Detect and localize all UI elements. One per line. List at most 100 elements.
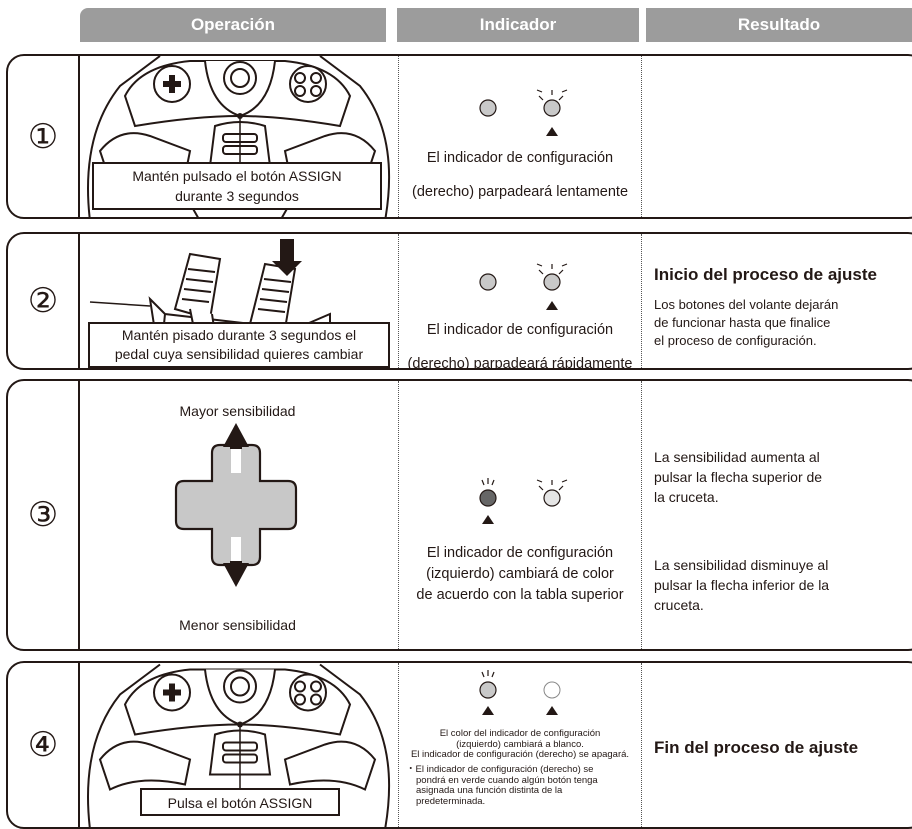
header-indicator: Indicador xyxy=(397,8,639,42)
right-indicator-led xyxy=(543,489,561,507)
operation-label-line-1: Mantén pulsado el botón ASSIGN xyxy=(132,168,342,184)
pointer-triangle-icon xyxy=(482,706,494,715)
up-arrow-icon xyxy=(231,447,241,473)
column-divider xyxy=(398,234,399,368)
result-cell: Fin del proceso de ajuste xyxy=(644,663,912,827)
pointer-triangle-icon xyxy=(482,515,494,524)
indicator-note-line-2: pondrá en verde cuando algún botón tenga xyxy=(416,774,598,786)
indicator-note-line-4: predeterminada. xyxy=(416,795,486,807)
blink-lines-icon xyxy=(536,263,568,275)
result-title: Fin del proceso de ajuste xyxy=(654,738,859,757)
indicator-text: El color del indicador de configuración … xyxy=(400,728,640,761)
indicator-line-2: (izquierdo) cambiará de color xyxy=(426,566,614,582)
indicator-cell: El indicador de configuración (izquierdo… xyxy=(400,381,640,649)
blink-lines-icon xyxy=(536,89,568,101)
step-number: ② xyxy=(27,282,59,320)
step-number-cell: ④ xyxy=(8,663,80,827)
pointer-triangle-icon xyxy=(546,706,558,715)
indicator-leds-illustration xyxy=(479,670,561,715)
operation-label: Pulsa el botón ASSIGN xyxy=(140,788,340,816)
indicator-cell: El indicador de configuración (derecho) … xyxy=(400,234,640,368)
result-cell: La sensibilidad aumenta al pulsar la fle… xyxy=(644,381,912,649)
result-down-line-2: pulsar la flecha inferior de la xyxy=(654,577,830,593)
blink-lines-icon xyxy=(481,670,495,678)
indicator-line-3: de acuerdo con la tabla superior xyxy=(416,587,624,603)
operation-label: Mantén pisado durante 3 segundos el peda… xyxy=(88,322,390,368)
operation-cell: Mayor sensibilidad Menor sensibilidad xyxy=(80,381,395,649)
indicator-line-2: (derecho) parpadeará lentamente xyxy=(411,184,629,200)
indicator-line-1: El indicador de configuración xyxy=(426,322,614,338)
left-indicator-led xyxy=(479,681,497,699)
operation-label: Mantén pulsado el botón ASSIGN durante 3… xyxy=(92,162,382,210)
column-divider xyxy=(641,663,642,827)
press-down-arrow xyxy=(280,239,294,261)
down-arrow-icon xyxy=(231,537,241,563)
dpad-icon xyxy=(174,443,298,567)
step-number: ④ xyxy=(27,726,59,764)
indicator-line-2: (izquierdo) cambiará a blanco. xyxy=(456,738,584,750)
indicator-note-line-1: ・El indicador de configuración (derecho)… xyxy=(406,764,594,775)
right-indicator-led xyxy=(543,681,561,699)
result-cell: Inicio del proceso de ajuste Los botones… xyxy=(644,234,912,368)
indicator-text: El indicador de configuración (izquierdo… xyxy=(400,543,640,606)
right-indicator-led xyxy=(543,99,561,117)
result-down-line-1: La sensibilidad disminuye al xyxy=(654,557,829,573)
result-down-text: La sensibilidad disminuye al pulsar la f… xyxy=(654,555,829,615)
indicator-text: El indicador de configuración (derecho) … xyxy=(400,316,640,370)
result-down-line-3: cruceta. xyxy=(654,597,704,613)
indicator-line-1: El color del indicador de configuración xyxy=(439,728,601,739)
step-row-2: ② Mantén pisado durante 3 segundos el pe… xyxy=(6,232,912,370)
indicator-leds-illustration xyxy=(479,89,568,136)
step-number: ① xyxy=(27,117,59,156)
column-divider xyxy=(641,234,642,368)
header-operation: Operación xyxy=(80,8,386,42)
column-divider xyxy=(398,663,399,827)
step-number-cell: ③ xyxy=(8,381,80,649)
step-row-3: ③ Mayor sensibilidad Menor sensibilidad xyxy=(6,379,912,651)
indicator-note-line-3: asignada una función distinta de la xyxy=(416,785,563,796)
result-text: Los botones del volante dejarán de funci… xyxy=(654,296,838,350)
result-up-line-1: La sensibilidad aumenta al xyxy=(654,449,820,465)
pointer-triangle-icon xyxy=(546,301,558,310)
left-indicator-led xyxy=(479,489,497,507)
steering-wheel-illustration xyxy=(87,663,391,827)
indicator-line-2: (derecho) parpadeará rápidamente xyxy=(407,356,633,370)
down-sensitivity-label: Menor sensibilidad xyxy=(179,617,296,633)
step-number-cell: ② xyxy=(8,234,80,368)
result-up-text: La sensibilidad aumenta al pulsar la fle… xyxy=(654,447,822,507)
column-divider xyxy=(641,56,642,217)
indicator-cell: El color del indicador de configuración … xyxy=(400,663,640,827)
operation-cell: Mantén pisado durante 3 segundos el peda… xyxy=(80,234,395,368)
operation-label-line-2: pedal cuya sensibilidad quieres cambiar xyxy=(114,346,364,362)
result-up-line-2: pulsar la flecha superior de xyxy=(654,469,823,485)
step-row-1: ① xyxy=(6,54,912,219)
step-number: ③ xyxy=(27,496,59,534)
column-divider xyxy=(398,381,399,649)
step-number-cell: ① xyxy=(8,56,80,217)
result-cell xyxy=(644,56,912,217)
result-line-3: el proceso de configuración. xyxy=(654,333,817,348)
operation-label-line-2: durante 3 segundos xyxy=(175,188,299,204)
column-divider xyxy=(641,381,642,649)
indicator-leds-illustration xyxy=(479,263,568,310)
left-indicator-led xyxy=(479,99,497,117)
up-sensitivity-label: Mayor sensibilidad xyxy=(179,403,296,419)
indicator-leds-illustration xyxy=(479,478,568,524)
blink-lines-icon xyxy=(481,478,568,491)
column-divider xyxy=(398,56,399,217)
operation-label-line-1: Mantén pisado durante 3 segundos el xyxy=(121,327,357,343)
left-indicator-led xyxy=(479,273,497,291)
indicator-text: El indicador de configuración (derecho) … xyxy=(400,144,640,206)
indicator-line-3: El indicador de configuración (derecho) … xyxy=(410,749,630,760)
dpad-illustration xyxy=(174,423,298,587)
indicator-cell: El indicador de configuración (derecho) … xyxy=(400,56,640,217)
operation-cell: Pulsa el botón ASSIGN xyxy=(80,663,395,827)
indicator-line-1: El indicador de configuración xyxy=(426,545,614,561)
indicator-note: ・El indicador de configuración (derecho)… xyxy=(406,764,636,807)
indicator-line-1: El indicador de configuración xyxy=(426,150,614,166)
result-up-line-3: la cruceta. xyxy=(654,489,719,505)
result-line-2: de funcionar hasta que finalice xyxy=(654,315,831,330)
pointer-triangle-icon xyxy=(546,127,558,136)
header-result: Resultado xyxy=(646,8,912,42)
right-indicator-led xyxy=(543,273,561,291)
